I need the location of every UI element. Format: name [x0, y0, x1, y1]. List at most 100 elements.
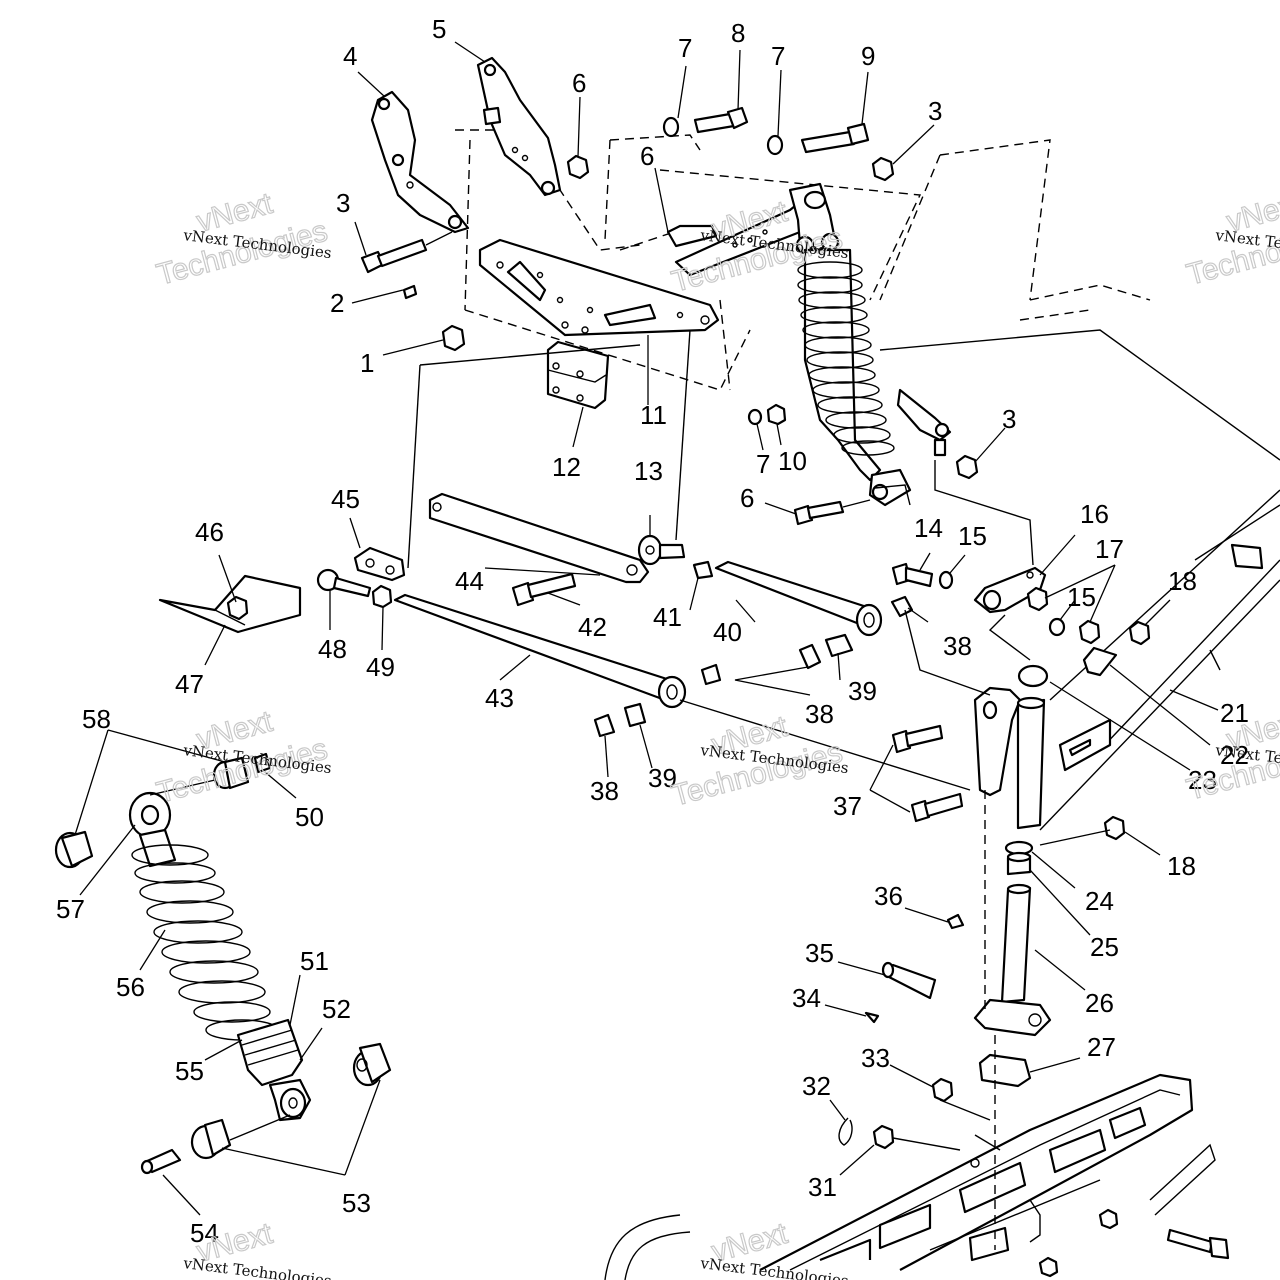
- bolt-6-lower: [793, 499, 871, 526]
- leader-lines: [74, 41, 1219, 1250]
- steering-bracket: [973, 686, 1022, 797]
- shock-absorber-upper: [788, 182, 952, 507]
- rod-end-48: [316, 568, 372, 598]
- callout-21: 21: [1220, 698, 1249, 728]
- nut-33: [931, 1077, 954, 1103]
- rod-43: [393, 593, 687, 709]
- callout-55: 55: [175, 1056, 204, 1086]
- callout-40: 40: [713, 617, 742, 647]
- bushing-53-a: [352, 1042, 392, 1087]
- callout-3-left: 3: [336, 188, 350, 218]
- callout-7-b: 7: [771, 41, 785, 71]
- bracket-left: [370, 90, 470, 234]
- callout-48: 48: [318, 634, 347, 664]
- callout-36: 36: [874, 881, 903, 911]
- plate-16: [973, 566, 1047, 614]
- ski: [604, 1073, 1216, 1280]
- washer-7-a: [662, 116, 680, 138]
- bushing-38-b: [798, 643, 822, 670]
- watermark-top-right: vNext Technologies vNext Technologies: [1183, 186, 1280, 292]
- nut-18-a: [1128, 620, 1151, 646]
- callout-7-c: 7: [756, 449, 770, 479]
- washer-15-b: [1048, 617, 1066, 637]
- callout-46: 46: [195, 517, 224, 547]
- callout-34: 34: [792, 983, 821, 1013]
- cap-23: [1017, 664, 1049, 688]
- callout-9: 9: [861, 41, 875, 71]
- callout-14: 14: [914, 513, 943, 543]
- callout-33: 33: [861, 1043, 890, 1073]
- callout-24: 24: [1085, 886, 1114, 916]
- bolt-8: [693, 106, 749, 134]
- nut-17-a: [1026, 586, 1049, 612]
- block-12: [546, 340, 610, 410]
- nut-17-b: [1078, 619, 1101, 645]
- bushing-41: [692, 560, 714, 580]
- bushing-39-b: [623, 702, 647, 728]
- watermark-top-left: vNext Technologies vNext Technologies: [153, 186, 333, 292]
- washer-15-a: [938, 570, 954, 590]
- callout-56: 56: [116, 972, 145, 1002]
- callout-10: 10: [778, 446, 807, 476]
- callout-38-b: 38: [805, 699, 834, 729]
- callout-labels: 1 2 3 3 3 4 5 6 6 6 7 7 7 8 9 10 11 12 1…: [56, 14, 1249, 1248]
- callout-8: 8: [731, 18, 745, 48]
- callout-16: 16: [1080, 499, 1109, 529]
- washer-7-b: [766, 134, 784, 156]
- callout-35: 35: [805, 938, 834, 968]
- callout-43: 43: [485, 683, 514, 713]
- bracket-right: [476, 56, 562, 197]
- callout-50: 50: [295, 802, 324, 832]
- callout-57: 57: [56, 894, 85, 924]
- shock-absorber-lower: [128, 791, 312, 1122]
- callout-15-b: 15: [1067, 582, 1096, 612]
- callout-41: 41: [653, 602, 682, 632]
- callout-23: 23: [1188, 765, 1217, 795]
- nut-1: [441, 324, 466, 352]
- nut-6-top: [566, 154, 590, 180]
- bushing-53-b: [190, 1118, 232, 1160]
- sleeve-50: [253, 752, 272, 774]
- arm-44: [428, 492, 650, 584]
- callout-17: 17: [1095, 534, 1124, 564]
- cotter-pin-32: [838, 1117, 853, 1146]
- callout-31: 31: [808, 1172, 837, 1202]
- sleeve-54: [140, 1148, 182, 1175]
- nut-3-right: [955, 454, 979, 480]
- watermark-text: vNext Technologies: [182, 1254, 333, 1280]
- bolt-9: [800, 122, 870, 154]
- washer-7-c: [747, 408, 763, 426]
- callout-38-a: 38: [943, 631, 972, 661]
- bushing-38-c: [700, 663, 722, 686]
- callout-2: 2: [330, 288, 344, 318]
- block-27: [978, 1053, 1032, 1088]
- nut-31: [872, 1124, 895, 1150]
- pin-34: [864, 1011, 880, 1024]
- callout-4: 4: [343, 41, 357, 71]
- callout-3-right: 3: [1002, 404, 1016, 434]
- nut-18-b: [1103, 815, 1126, 841]
- spindle-upper: [1016, 696, 1046, 830]
- bolt-14: [891, 562, 934, 588]
- bushing-25: [1006, 851, 1032, 876]
- bolt-37-a: [891, 724, 944, 754]
- bushing-38-a: [890, 595, 914, 618]
- callout-7-a: 7: [678, 33, 692, 63]
- callout-51: 51: [300, 946, 329, 976]
- callout-11: 11: [640, 400, 667, 430]
- callout-52: 52: [322, 994, 351, 1024]
- callout-6-a: 6: [572, 68, 586, 98]
- spindle-26: [973, 883, 1052, 1037]
- bushing-39-a: [824, 633, 854, 658]
- callout-38-c: 38: [590, 776, 619, 806]
- bushing-38-d: [593, 713, 616, 738]
- callout-45: 45: [331, 484, 360, 514]
- callout-3-top: 3: [928, 96, 942, 126]
- bolt-37-b: [910, 792, 964, 823]
- clip-36: [946, 913, 965, 930]
- nut-3-top: [871, 156, 895, 182]
- callout-42: 42: [578, 612, 607, 642]
- callout-32: 32: [802, 1071, 831, 1101]
- callout-44: 44: [455, 566, 484, 596]
